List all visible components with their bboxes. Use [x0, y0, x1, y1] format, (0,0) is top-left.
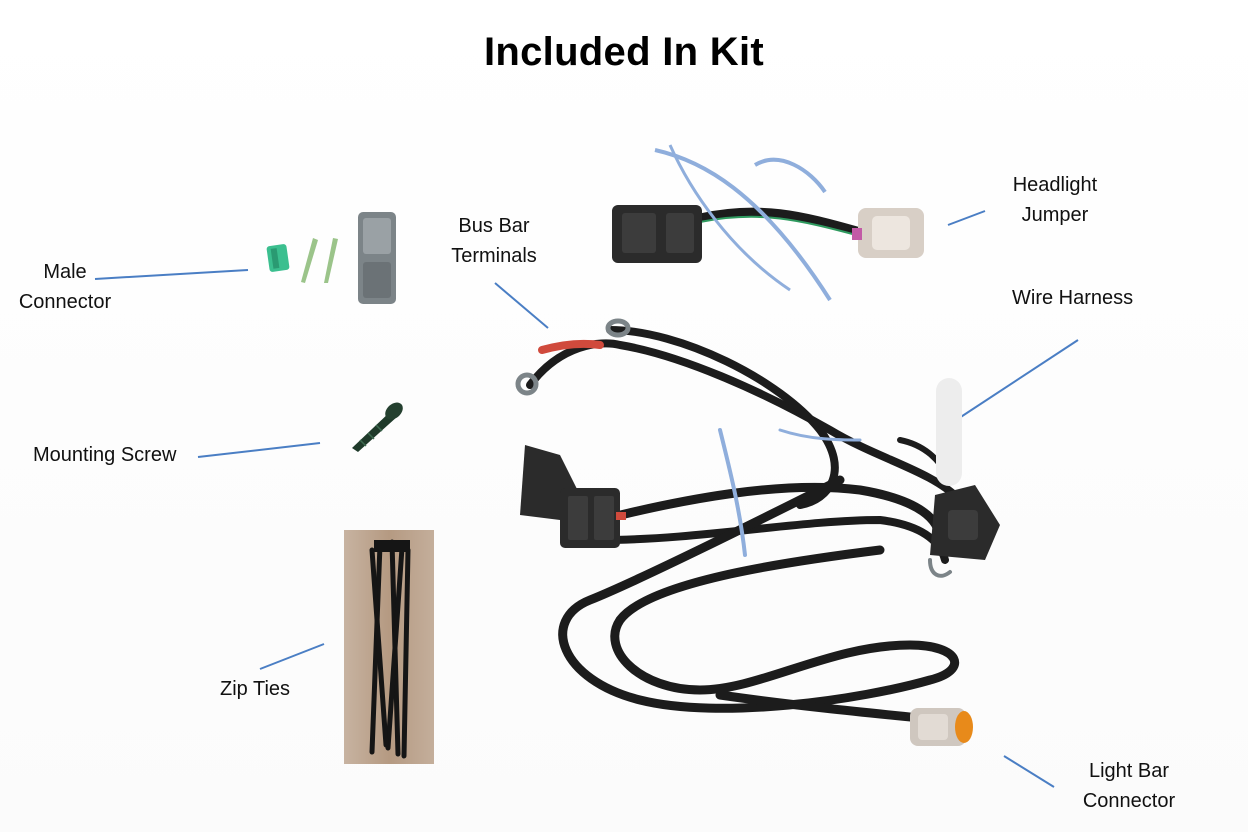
sticker: [936, 378, 962, 486]
page-title: Included In Kit: [483, 30, 765, 74]
ring-terminals: [515, 318, 631, 396]
light-bar-connector: [910, 708, 973, 746]
label-wire-harness: Wire Harness: [1012, 287, 1134, 309]
leader-zip-ties: [259, 643, 325, 670]
label-light-bar-connector: Light Bar Connector: [1070, 756, 1188, 816]
mounting-screw: [352, 402, 403, 452]
headlight-jumper: [612, 144, 924, 302]
label-line: Jumper: [1021, 204, 1089, 226]
leader-mounting-screw: [197, 442, 321, 458]
label-line: Bus Bar: [458, 215, 530, 237]
label-line: Connector: [18, 291, 112, 313]
leader-wire-harness: [943, 339, 1079, 429]
leader-bus-bar: [494, 282, 549, 329]
relay-connector: [520, 445, 626, 548]
leader-male-connector: [94, 269, 249, 280]
label-zip-ties: Zip Ties: [220, 678, 291, 700]
terminal-pin-2: [324, 238, 338, 283]
male-connector-parts: [266, 212, 396, 304]
label-male-connector: Male Connector: [10, 257, 120, 317]
label-mounting-screw: Mounting Screw: [33, 444, 177, 466]
zip-ties-bag: [344, 530, 434, 764]
fuse-holder: [930, 485, 1000, 560]
label-line: Light Bar: [1088, 760, 1170, 782]
label-line: Headlight: [1012, 174, 1098, 196]
label-bus-bar-terminals: Bus Bar Terminals: [438, 211, 550, 271]
leader-headlight-jumper: [947, 210, 986, 226]
label-line: Connector: [1082, 790, 1176, 812]
label-headlight-jumper: Headlight Jumper: [995, 170, 1115, 230]
leader-light-bar: [1003, 755, 1055, 788]
leader-lines: [94, 210, 1079, 788]
label-line: Male: [43, 261, 87, 283]
terminal-pin-1: [301, 238, 318, 283]
label-line: Terminals: [451, 245, 537, 267]
